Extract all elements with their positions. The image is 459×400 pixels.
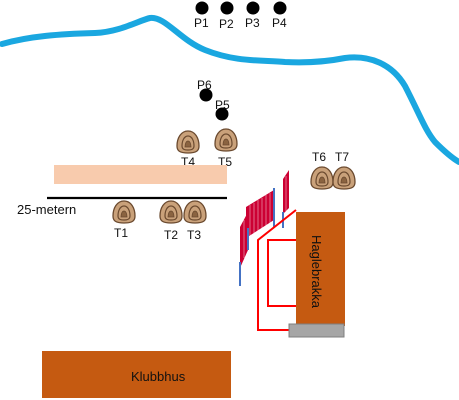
clubhouse-label: Klubbhus [131, 369, 186, 384]
point-p3 [246, 1, 260, 15]
tower-t6 [310, 166, 334, 190]
trap-house-label: Haglebrakka [309, 235, 324, 309]
point-p5 [215, 107, 229, 121]
point-label-p6: P6 [197, 78, 212, 92]
tower-t3 [183, 200, 207, 224]
tower-label-t1: T1 [114, 226, 128, 240]
trap-house [296, 212, 345, 326]
tower-t1 [112, 200, 136, 224]
range-band [54, 165, 227, 184]
point-p4 [273, 1, 287, 15]
tower-label-t7: T7 [335, 150, 349, 164]
fences [239, 170, 289, 286]
tower-label-t2: T2 [164, 228, 178, 242]
tower-label-t3: T3 [187, 228, 201, 242]
wire [257, 209, 297, 331]
point-label-p4: P4 [272, 16, 287, 30]
point-label-p2: P2 [219, 17, 234, 31]
tower-t4 [176, 130, 200, 154]
point-label-p1: P1 [194, 16, 209, 30]
trap-house-base [288, 323, 345, 338]
tower-t7 [332, 166, 356, 190]
river [0, 14, 459, 165]
point-p6 [199, 88, 213, 102]
point-p1 [195, 1, 209, 15]
point-p2 [220, 1, 234, 15]
clubhouse [42, 351, 231, 398]
range-label: 25-metern [17, 202, 76, 217]
tower-t2 [159, 200, 183, 224]
tower-label-t6: T6 [312, 150, 326, 164]
point-label-p5: P5 [215, 98, 230, 112]
point-label-p3: P3 [245, 16, 260, 30]
tower-t5 [214, 128, 238, 152]
